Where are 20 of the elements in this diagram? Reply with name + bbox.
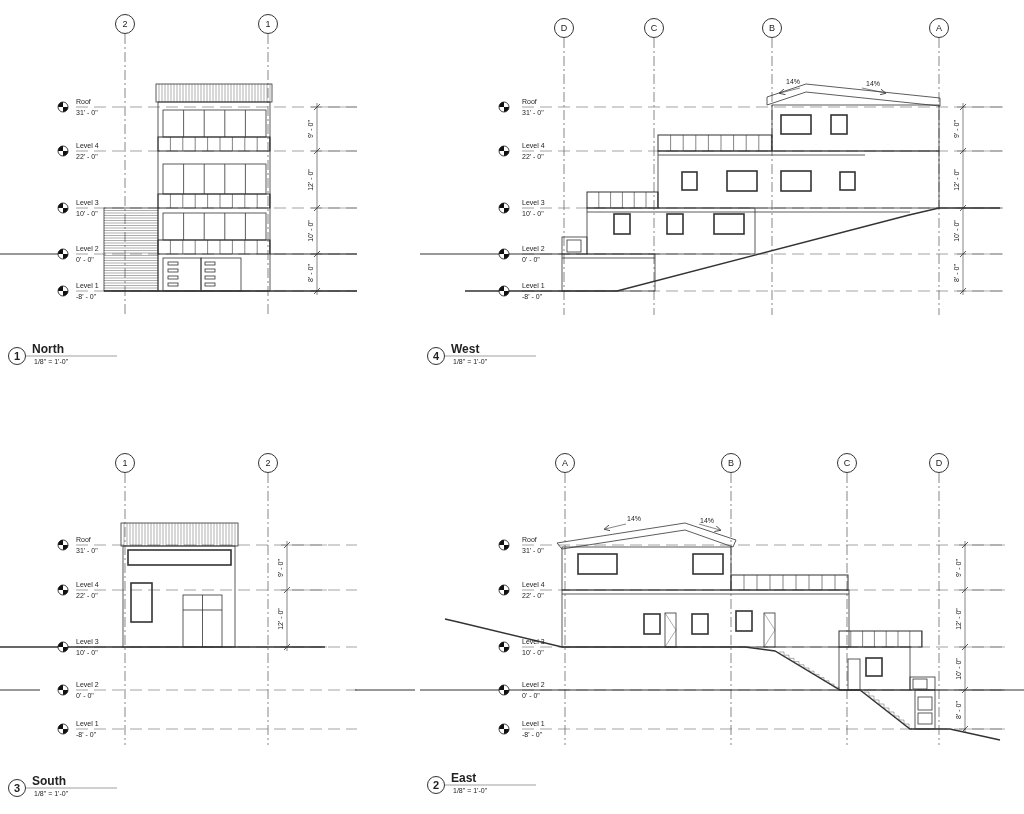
view-title: East [451,772,477,784]
view-title: West [451,343,480,355]
grid-bubble: D [554,18,574,38]
view-title: North [32,343,64,355]
view-number-bubble: 2 [427,776,445,794]
grid-bubble: 2 [258,453,278,473]
view-number-bubble: 1 [8,347,26,365]
grid-bubble: A [929,18,949,38]
grid-bubble: C [837,453,857,473]
grid-bubble: C [644,18,664,38]
view-number-bubble: 4 [427,347,445,365]
grid-bubble: A [555,453,575,473]
grid-bubble: 2 [115,14,135,34]
grid-bubble: 1 [258,14,278,34]
view-title: South [32,775,66,787]
grid-bubble: D [929,453,949,473]
grid-bubble: 1 [115,453,135,473]
grid-bubble: B [762,18,782,38]
grid-bubble: B [721,453,741,473]
view-number-bubble: 3 [8,779,26,797]
